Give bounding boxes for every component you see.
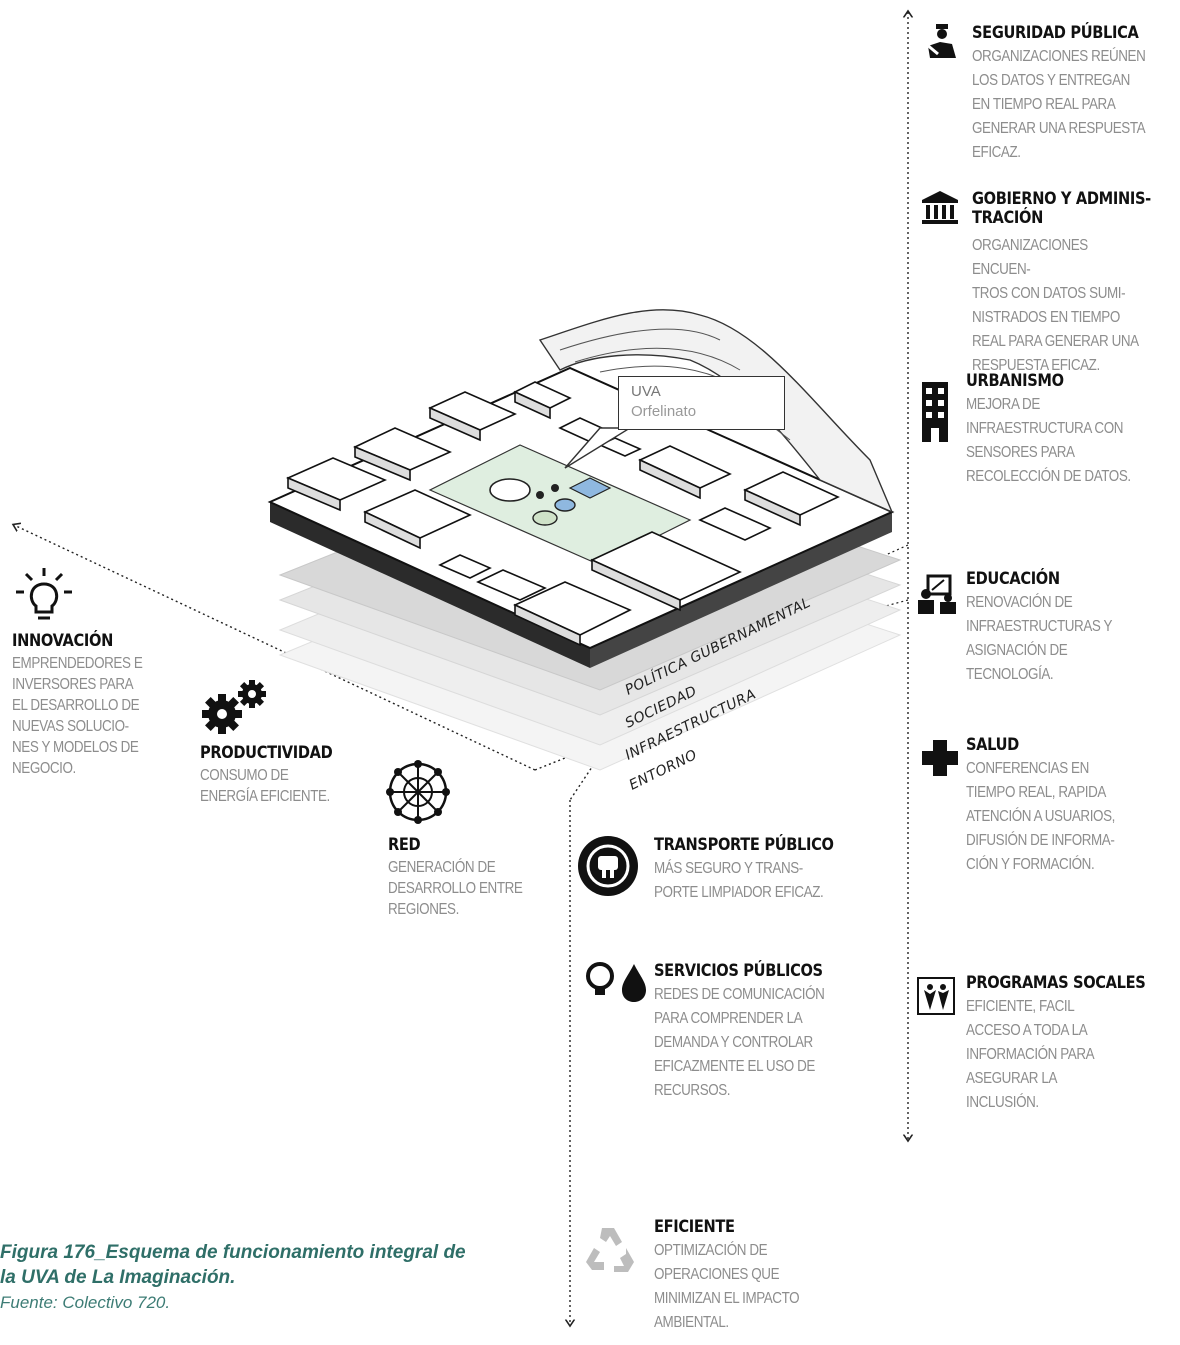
uva-callout: UVA Orfelinato (618, 376, 785, 430)
police-icon (925, 24, 956, 58)
item-productividad: PRODUCTIVIDAD CONSUMO DE ENERGÍA EFICIEN… (200, 744, 355, 807)
gears-icon (202, 680, 266, 734)
lightbulb-icon (16, 568, 72, 620)
item-text: EMPRENDEDORES E INVERSORES PARA EL DESAR… (12, 655, 143, 777)
health-cross-icon (922, 740, 958, 776)
item-title: EDUCACIÓN (966, 569, 1060, 589)
item-educacion: EDUCACIÓN RENOVACIÓN DE INFRAESTRUCTURAS… (966, 570, 1140, 687)
item-transporte-publico: TRANSPORTE PÚBLICO MÁS SEGURO Y TRANS- P… (654, 836, 863, 905)
callout-subtitle: Orfelinato (631, 403, 697, 420)
bulb-water-icon (586, 962, 646, 1002)
item-eficiente: EFICIENTE OPTIMIZACIÓN DE OPERACIONES QU… (654, 1218, 827, 1335)
item-gobierno: GOBIERNO Y ADMINIS- TRACIÓN ORGANIZACION… (972, 190, 1180, 378)
callout-title: UVA (631, 383, 661, 400)
item-title: SEGURIDAD PÚBLICA (972, 23, 1139, 43)
item-title: RED (388, 835, 421, 855)
item-red: RED GENERACIÓN DE DESARROLLO ENTRE REGIO… (388, 836, 548, 920)
item-text: ORGANIZACIONES REÚNEN LOS DATOS Y ENTREG… (972, 48, 1146, 161)
item-title: TRANSPORTE PÚBLICO (654, 835, 834, 855)
item-text: MEJORA DE INFRAESTRUCTURA CON SENSORES P… (966, 396, 1131, 485)
recycle-icon (586, 1228, 634, 1272)
item-text: MÁS SEGURO Y TRANS- PORTE LIMPIADOR EFIC… (654, 860, 824, 901)
item-salud: SALUD CONFERENCIAS EN TIEMPO REAL, RAPID… (966, 736, 1143, 877)
platform-top (267, 309, 895, 668)
item-text: RENOVACIÓN DE INFRAESTRUCTURAS Y ASIGNAC… (966, 594, 1113, 683)
item-text: ORGANIZACIONES ENCUEN- TROS CON DATOS SU… (972, 237, 1139, 374)
building-icon (922, 382, 948, 442)
item-title: PROGRAMAS SOCALES (966, 973, 1146, 993)
item-text: CONSUMO DE ENERGÍA EFICIENTE. (200, 767, 330, 805)
item-programas-sociales: PROGRAMAS SOCALES EFICIENTE, FACIL ACCES… (966, 974, 1175, 1115)
item-innovacion: INNOVACIÓN EMPRENDEDORES E INVERSORES PA… (12, 632, 167, 779)
item-urbanismo: URBANISMO MEJORA DE INFRAESTRUCTURA CON … (966, 372, 1162, 489)
item-seguridad-publica: SEGURIDAD PÚBLICA ORGANIZACIONES REÚNEN … (972, 24, 1178, 165)
caption-title: Figura 176_Esquema de funcionamiento int… (0, 1242, 466, 1288)
item-title: GOBIERNO Y ADMINIS- TRACIÓN (972, 189, 1151, 228)
item-text: OPTIMIZACIÓN DE OPERACIONES QUE MINIMIZA… (654, 1242, 800, 1331)
item-text: CONFERENCIAS EN TIEMPO REAL, RAPIDA ATEN… (966, 760, 1115, 873)
item-title: URBANISMO (966, 371, 1064, 391)
government-building-icon (922, 191, 958, 224)
social-programs-icon (917, 977, 955, 1015)
item-title: SALUD (966, 735, 1019, 755)
item-title: INNOVACIÓN (12, 631, 113, 651)
item-text: EFICIENTE, FACIL ACCESO A TODA LA INFORM… (966, 998, 1095, 1111)
item-title: PRODUCTIVIDAD (200, 743, 333, 763)
item-text: REDES DE COMUNICACIÓN PARA COMPRENDER LA… (654, 986, 825, 1099)
item-title: SERVICIOS PÚBLICOS (654, 961, 823, 981)
figure-caption: Figura 176_Esquema de funcionamiento int… (0, 1240, 466, 1315)
item-title: EFICIENTE (654, 1217, 735, 1237)
item-servicios-publicos: SERVICIOS PÚBLICOS REDES DE COMUNICACIÓN… (654, 962, 857, 1103)
axis-diagonal (14, 525, 536, 771)
education-icon (918, 574, 956, 614)
item-text: GENERACIÓN DE DESARROLLO ENTRE REGIONES. (388, 859, 523, 918)
transport-icon (578, 836, 638, 896)
caption-source: Fuente: Colectivo 720. (0, 1293, 171, 1312)
network-icon (386, 760, 450, 824)
